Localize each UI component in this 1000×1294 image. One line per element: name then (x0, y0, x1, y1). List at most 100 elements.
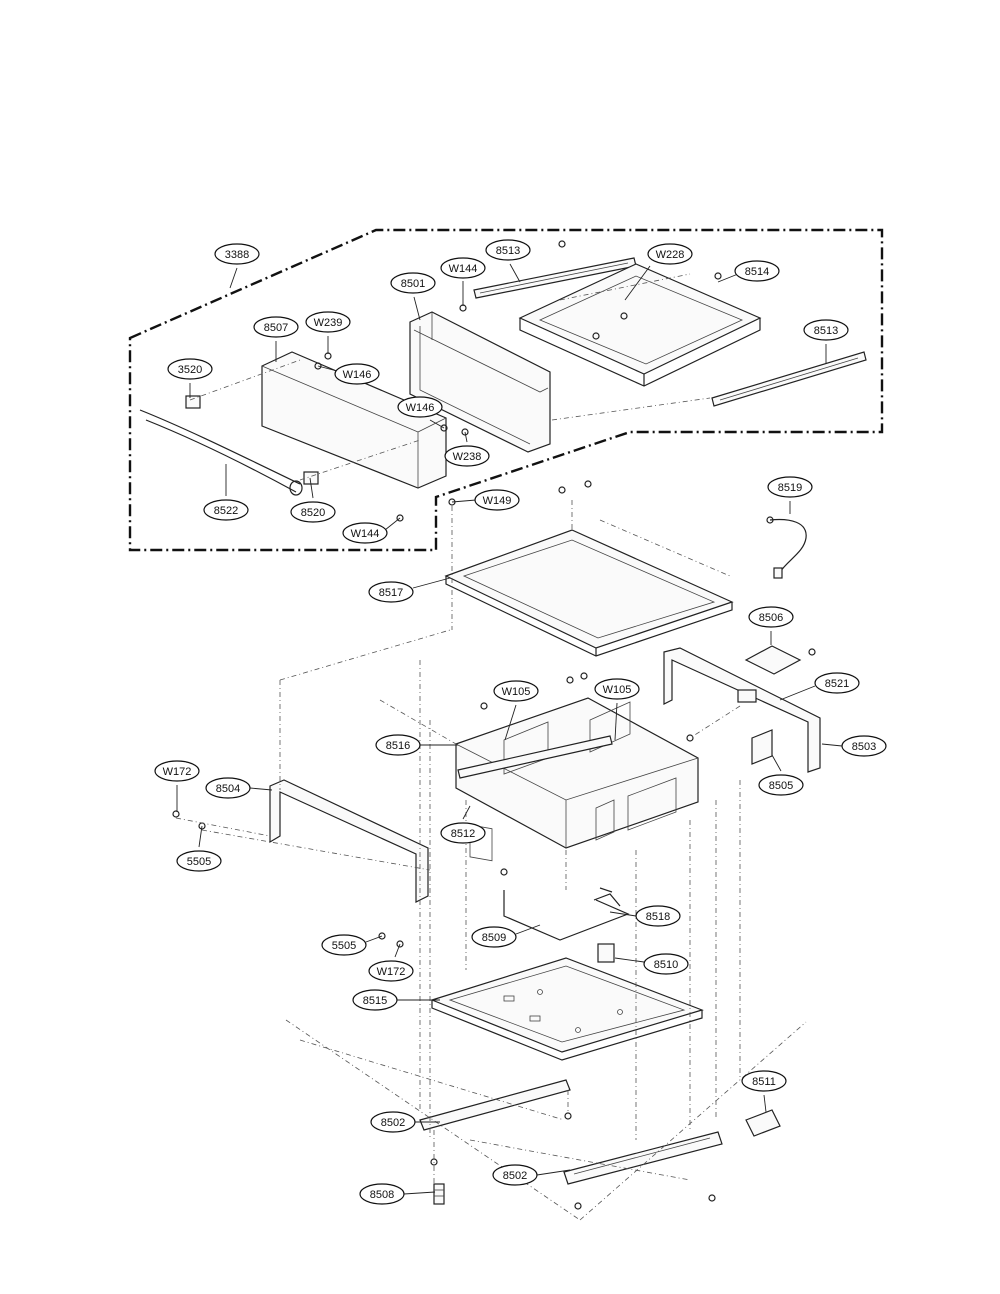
callout-bubble (474, 489, 520, 511)
callout-text: 8517 (379, 587, 403, 599)
leader-line (609, 911, 637, 917)
callout-bubble (342, 522, 388, 544)
callout-text: 3388 (225, 249, 249, 261)
callout-text: W238 (453, 451, 482, 463)
callout-text: 8503 (852, 741, 876, 753)
callout-8502: 8502 (492, 1164, 571, 1186)
leader-line (821, 743, 843, 747)
callout-text: 8521 (825, 678, 849, 690)
leader-line (198, 825, 203, 848)
leader-line (504, 704, 517, 741)
rail-8513-right (711, 351, 867, 407)
callout-text: 8501 (401, 278, 425, 290)
dashed-alignment-body (175, 500, 807, 1221)
callout-bubble (370, 1111, 416, 1133)
callout-text: 8502 (381, 1117, 405, 1129)
callout-8521: 8521 (779, 672, 860, 701)
leader-line (451, 499, 477, 503)
callout-bubble (205, 777, 251, 799)
callout-text: 8508 (370, 1189, 394, 1201)
callout-text: 8516 (386, 740, 410, 752)
callout-text: 8515 (363, 995, 387, 1007)
callout-w144: W144 (440, 257, 486, 306)
leader-line (624, 265, 651, 301)
leader-line (464, 431, 468, 443)
callout-text: 8519 (778, 482, 802, 494)
callout-bubble (352, 989, 398, 1011)
callout-w105: W105 (594, 678, 640, 741)
leader-line (462, 805, 471, 820)
leader-line (717, 273, 739, 283)
part-8511 (745, 1109, 781, 1137)
leader-line (614, 957, 645, 963)
callout-bubble (471, 926, 517, 948)
callout-text: W146 (406, 402, 435, 414)
part-8521 (737, 689, 757, 703)
callout-text: 5505 (332, 940, 356, 952)
callout-w144: W144 (342, 517, 401, 544)
callout-8510: 8510 (614, 953, 689, 975)
callout-3388: 3388 (214, 243, 260, 289)
callout-w146: W146 (397, 396, 445, 429)
callout-8513: 8513 (803, 319, 849, 364)
leader-line (317, 365, 338, 372)
handle-bracket-3520 (185, 395, 201, 409)
foot-8508 (433, 1183, 445, 1205)
leader-line (365, 935, 383, 943)
callout-bubble (176, 850, 222, 872)
callout-8517: 8517 (368, 577, 451, 603)
callout-bubble (643, 953, 689, 975)
leader-line (429, 419, 445, 429)
callout-8503: 8503 (821, 735, 887, 757)
callout-8516: 8516 (375, 734, 458, 756)
slide-rail-8502-left (419, 1079, 571, 1131)
leader-line (394, 943, 401, 958)
callout-8514: 8514 (717, 260, 780, 283)
callout-text: 8512 (451, 828, 475, 840)
handle-8522 (139, 409, 303, 496)
callout-8511: 8511 (741, 1070, 787, 1113)
callout-8512: 8512 (440, 805, 486, 844)
callout-3520: 3520 (167, 358, 213, 398)
callout-text: 3520 (178, 364, 202, 376)
callout-bubble (741, 1070, 787, 1092)
callout-text: 8514 (745, 266, 769, 278)
callout-text: W144 (351, 528, 380, 540)
callout-text: 8505 (769, 780, 793, 792)
part-8505 (751, 729, 773, 765)
callout-text: W172 (163, 766, 192, 778)
leader-line (412, 577, 451, 589)
callout-w172: W172 (154, 760, 200, 812)
callout-bubble (635, 905, 681, 927)
leader-line (309, 477, 314, 499)
drawer-box-8501 (409, 311, 551, 453)
callout-8518: 8518 (609, 905, 681, 927)
callout-8513: 8513 (485, 239, 531, 283)
callout-text: W239 (314, 317, 343, 329)
part-8518 (593, 893, 621, 907)
callout-bubble (814, 672, 860, 694)
callout-8504: 8504 (205, 777, 273, 799)
callout-bubble (803, 319, 849, 341)
callout-bubble (492, 1164, 538, 1186)
callout-w238: W238 (444, 431, 490, 467)
callout-bubble (167, 358, 213, 380)
leader-line (771, 754, 782, 772)
screws-drawer (314, 240, 722, 522)
harness-8519 (766, 516, 807, 579)
drawer-front-8507 (261, 351, 447, 489)
callout-5505: 5505 (321, 934, 383, 956)
drawer-tray-8514 (518, 263, 762, 387)
callout-text: W105 (502, 686, 531, 698)
callout-text: W228 (656, 249, 685, 261)
leader-line (413, 296, 421, 321)
part-8510 (597, 943, 615, 963)
callout-bubble (440, 822, 486, 844)
callout-text: 8511 (752, 1076, 776, 1088)
dashed-alignment-drawer (189, 273, 711, 481)
callout-bubble (154, 760, 200, 782)
leader-line (403, 1191, 436, 1195)
callout-text: 8518 (646, 911, 670, 923)
callout-w172: W172 (368, 943, 414, 982)
